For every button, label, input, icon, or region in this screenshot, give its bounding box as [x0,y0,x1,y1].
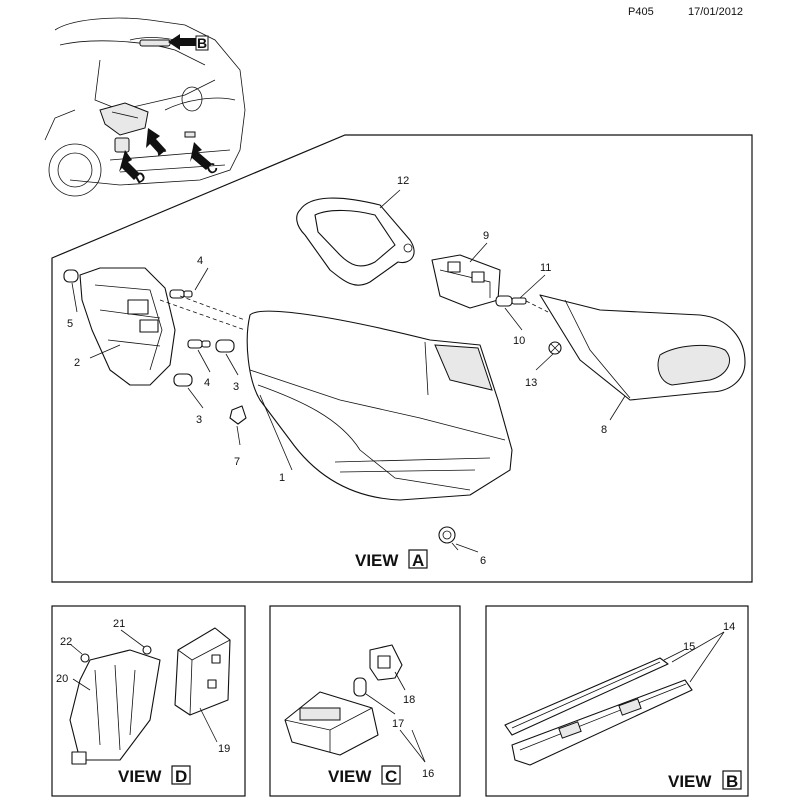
view-c-letter: C [385,767,397,786]
callout-20: 20 [56,673,68,685]
part-17-bulb [353,677,367,697]
callout-19: 19 [218,743,230,755]
part-22-nut [80,653,90,663]
callout-14: 14 [723,621,735,633]
callout-1: 1 [279,472,285,484]
part-6-screw [438,526,459,551]
view-b-letter: B [726,772,738,791]
view-d-title: VIEW [118,767,162,786]
callout-18: 18 [403,694,415,706]
arrow-a-label: A [152,140,169,159]
view-d-letter: D [175,767,187,786]
callout-2: 2 [74,357,80,369]
part-8-inner-lamp [539,294,746,401]
part-15-lens [504,657,669,736]
callout-3-left: 3 [196,414,202,426]
view-c-title: VIEW [328,767,372,786]
callout-7: 7 [234,456,240,468]
view-d-frame [51,605,246,797]
part-12-gasket [296,197,415,286]
arrow-c-label: C [204,159,221,178]
callout-4-lower: 4 [204,377,210,389]
view-c-frame [269,605,461,797]
view-a-frame [51,134,753,583]
callout-9: 9 [483,230,489,242]
part-20-bracket [69,649,161,765]
part-13-screw [548,341,562,355]
arrow-b: B [168,34,209,51]
callout-4-upper: 4 [197,255,203,267]
part-1-tail-lamp [246,310,513,501]
view-b-title: VIEW [668,772,712,791]
part-9-bulb-holder [431,254,501,309]
part-19-module [174,627,231,716]
part-14-high-stop-lamp [511,679,693,766]
callout-12: 12 [397,175,409,187]
callout-22: 22 [60,636,72,648]
part-7-clip [229,405,247,425]
callout-10: 10 [513,335,525,347]
arrow-b-label: B [197,35,207,51]
part-3-bulbs [173,339,235,387]
diagram-date: 17/01/2012 [688,6,744,18]
arrow-c: C [190,142,220,178]
callout-15: 15 [683,641,695,653]
part-16-licence-lamp [284,691,379,756]
view-a-title: VIEW [355,551,399,570]
callout-11: 11 [540,262,551,274]
callout-17: 17 [392,718,404,730]
part-10-bulb [495,295,549,313]
callout-6: 6 [480,555,486,567]
part-2-bulb-carrier [79,267,176,386]
callout-21: 21 [113,618,125,630]
diagram-code: P405 [628,6,654,18]
view-a-leaders [71,189,626,553]
view-a-letter: A [412,551,424,570]
arrow-a: A [146,128,168,159]
arrow-d: D [119,150,148,187]
callout-5: 5 [67,318,73,330]
part-21-screw [142,645,152,655]
callout-8: 8 [601,424,607,436]
part-5-bulb [63,269,79,283]
part-18-socket [369,644,403,681]
callout-13: 13 [525,377,537,389]
callout-16: 16 [422,768,434,780]
view-b-frame [485,605,749,797]
part-4-bulbs [169,289,211,349]
vehicle-overview [44,17,246,197]
callout-3-right: 3 [233,381,239,393]
